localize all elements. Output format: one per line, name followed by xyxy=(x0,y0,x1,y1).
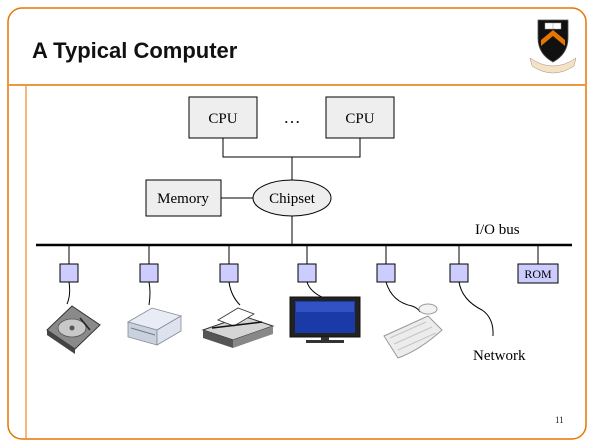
cpu-left-label: CPU xyxy=(208,111,237,127)
optical-drive-icon xyxy=(126,307,183,346)
printer-icon xyxy=(201,307,275,348)
princeton-shield-icon xyxy=(529,19,577,74)
page-number: 11 xyxy=(555,415,564,425)
controller-6 xyxy=(449,263,469,283)
controller-1 xyxy=(59,263,79,283)
controller-5 xyxy=(376,263,396,283)
io-bus-label: I/O bus xyxy=(475,222,520,238)
memory-label: Memory xyxy=(157,191,209,207)
controller-4 xyxy=(297,263,317,283)
slide-title: A Typical Computer xyxy=(32,38,238,63)
controller-3 xyxy=(219,263,239,283)
controller-2 xyxy=(139,263,159,283)
monitor-icon xyxy=(289,296,361,343)
rom-box xyxy=(517,263,559,284)
ellipsis-label: … xyxy=(284,108,301,127)
cpu-right-label: CPU xyxy=(345,111,374,127)
hard-disk-drive-icon xyxy=(46,305,101,354)
rom-label: ROM xyxy=(524,267,552,281)
network-label: Network xyxy=(473,348,526,364)
memory-box xyxy=(145,179,222,217)
cpu-box-left xyxy=(188,96,258,139)
keyboard-mouse-icon xyxy=(383,303,443,359)
chipset-label: Chipset xyxy=(269,191,316,207)
